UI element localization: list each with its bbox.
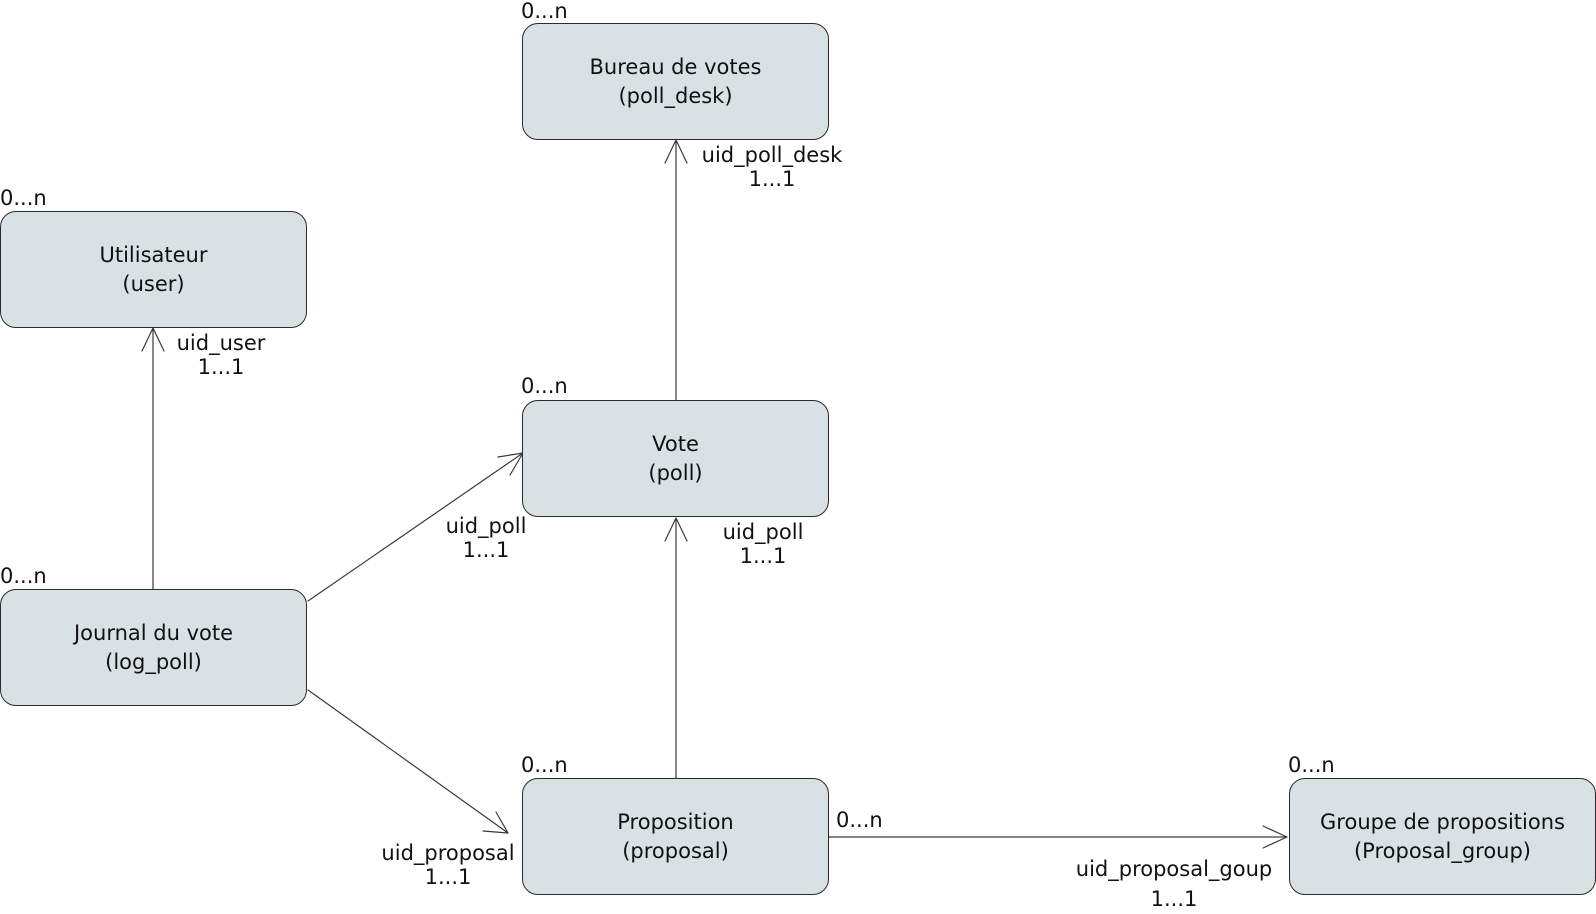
relation-key: uid_poll (722, 520, 804, 544)
relation-line-poll-to-desk (664, 139, 688, 401)
entity-user[interactable]: Utilisateur (user) (0, 211, 307, 328)
relation-label-log-to-poll: uid_poll 1...1 (446, 514, 527, 562)
entity-table: (log_poll) (105, 649, 202, 674)
entity-table: (poll) (648, 460, 703, 485)
entity-name: Groupe de propositions (1320, 809, 1565, 834)
cardinality-poll-desk: 0...n (521, 0, 568, 23)
relation-cardinality: 1...1 (197, 355, 245, 379)
entity-poll[interactable]: Vote (poll) (522, 400, 829, 517)
entity-name: Bureau de votes (589, 54, 762, 79)
relation-line-proposal-to-group (828, 825, 1288, 849)
relation-label-proposal-to-poll: uid_poll 1...1 (723, 520, 804, 568)
relation-cardinality: 1...1 (424, 865, 472, 889)
cardinality-proposal: 0...n (521, 753, 568, 777)
relation-key: uid_poll (445, 514, 527, 538)
cardinality-proposal-group: 0...n (1288, 753, 1335, 777)
relation-line-proposal-to-poll (664, 517, 688, 779)
entity-proposal-group[interactable]: Groupe de propositions (Proposal_group) (1289, 778, 1596, 895)
entity-poll-desk[interactable]: Bureau de votes (poll_desk) (522, 23, 829, 140)
entity-table: (proposal) (622, 838, 729, 863)
relation-key: uid_poll_desk (701, 143, 843, 167)
relation-cardinality: 1...1 (739, 544, 787, 568)
relation-key: uid_proposal_goup (1075, 857, 1273, 881)
relation-key: uid_proposal (381, 841, 515, 865)
relation-label-proposal-to-group: uid_proposal_goup 1...1 (1076, 854, 1272, 914)
relation-cardinality: 1...1 (462, 538, 510, 562)
relation-cardinality: 1...1 (748, 167, 796, 191)
cardinality-poll: 0...n (521, 374, 568, 398)
entity-proposal[interactable]: Proposition (proposal) (522, 778, 829, 895)
entity-name: Proposition (617, 809, 734, 834)
relation-line-log-to-proposal (307, 689, 509, 834)
relation-label-log-to-user: uid_user 1...1 (177, 331, 266, 379)
cardinality-proposal-right: 0...n (836, 808, 883, 832)
entity-table: (poll_desk) (618, 83, 733, 108)
relation-line-log-to-user (141, 327, 165, 590)
entity-name: Journal du vote (73, 620, 234, 645)
entity-table: (user) (122, 271, 185, 296)
relation-key: uid_user (176, 331, 266, 355)
relation-cardinality: 1...1 (1150, 887, 1198, 911)
entity-name: Vote (652, 431, 699, 456)
cardinality-log-poll: 0...n (0, 564, 47, 588)
cardinality-user: 0...n (0, 186, 47, 210)
relation-label-log-to-proposal: uid_proposal 1...1 (381, 841, 514, 889)
entity-table: (Proposal_group) (1353, 838, 1531, 863)
relation-label-poll-to-desk: uid_poll_desk 1...1 (702, 143, 843, 191)
entity-log-poll[interactable]: Journal du vote (log_poll) (0, 589, 307, 706)
entity-name: Utilisateur (99, 242, 208, 267)
